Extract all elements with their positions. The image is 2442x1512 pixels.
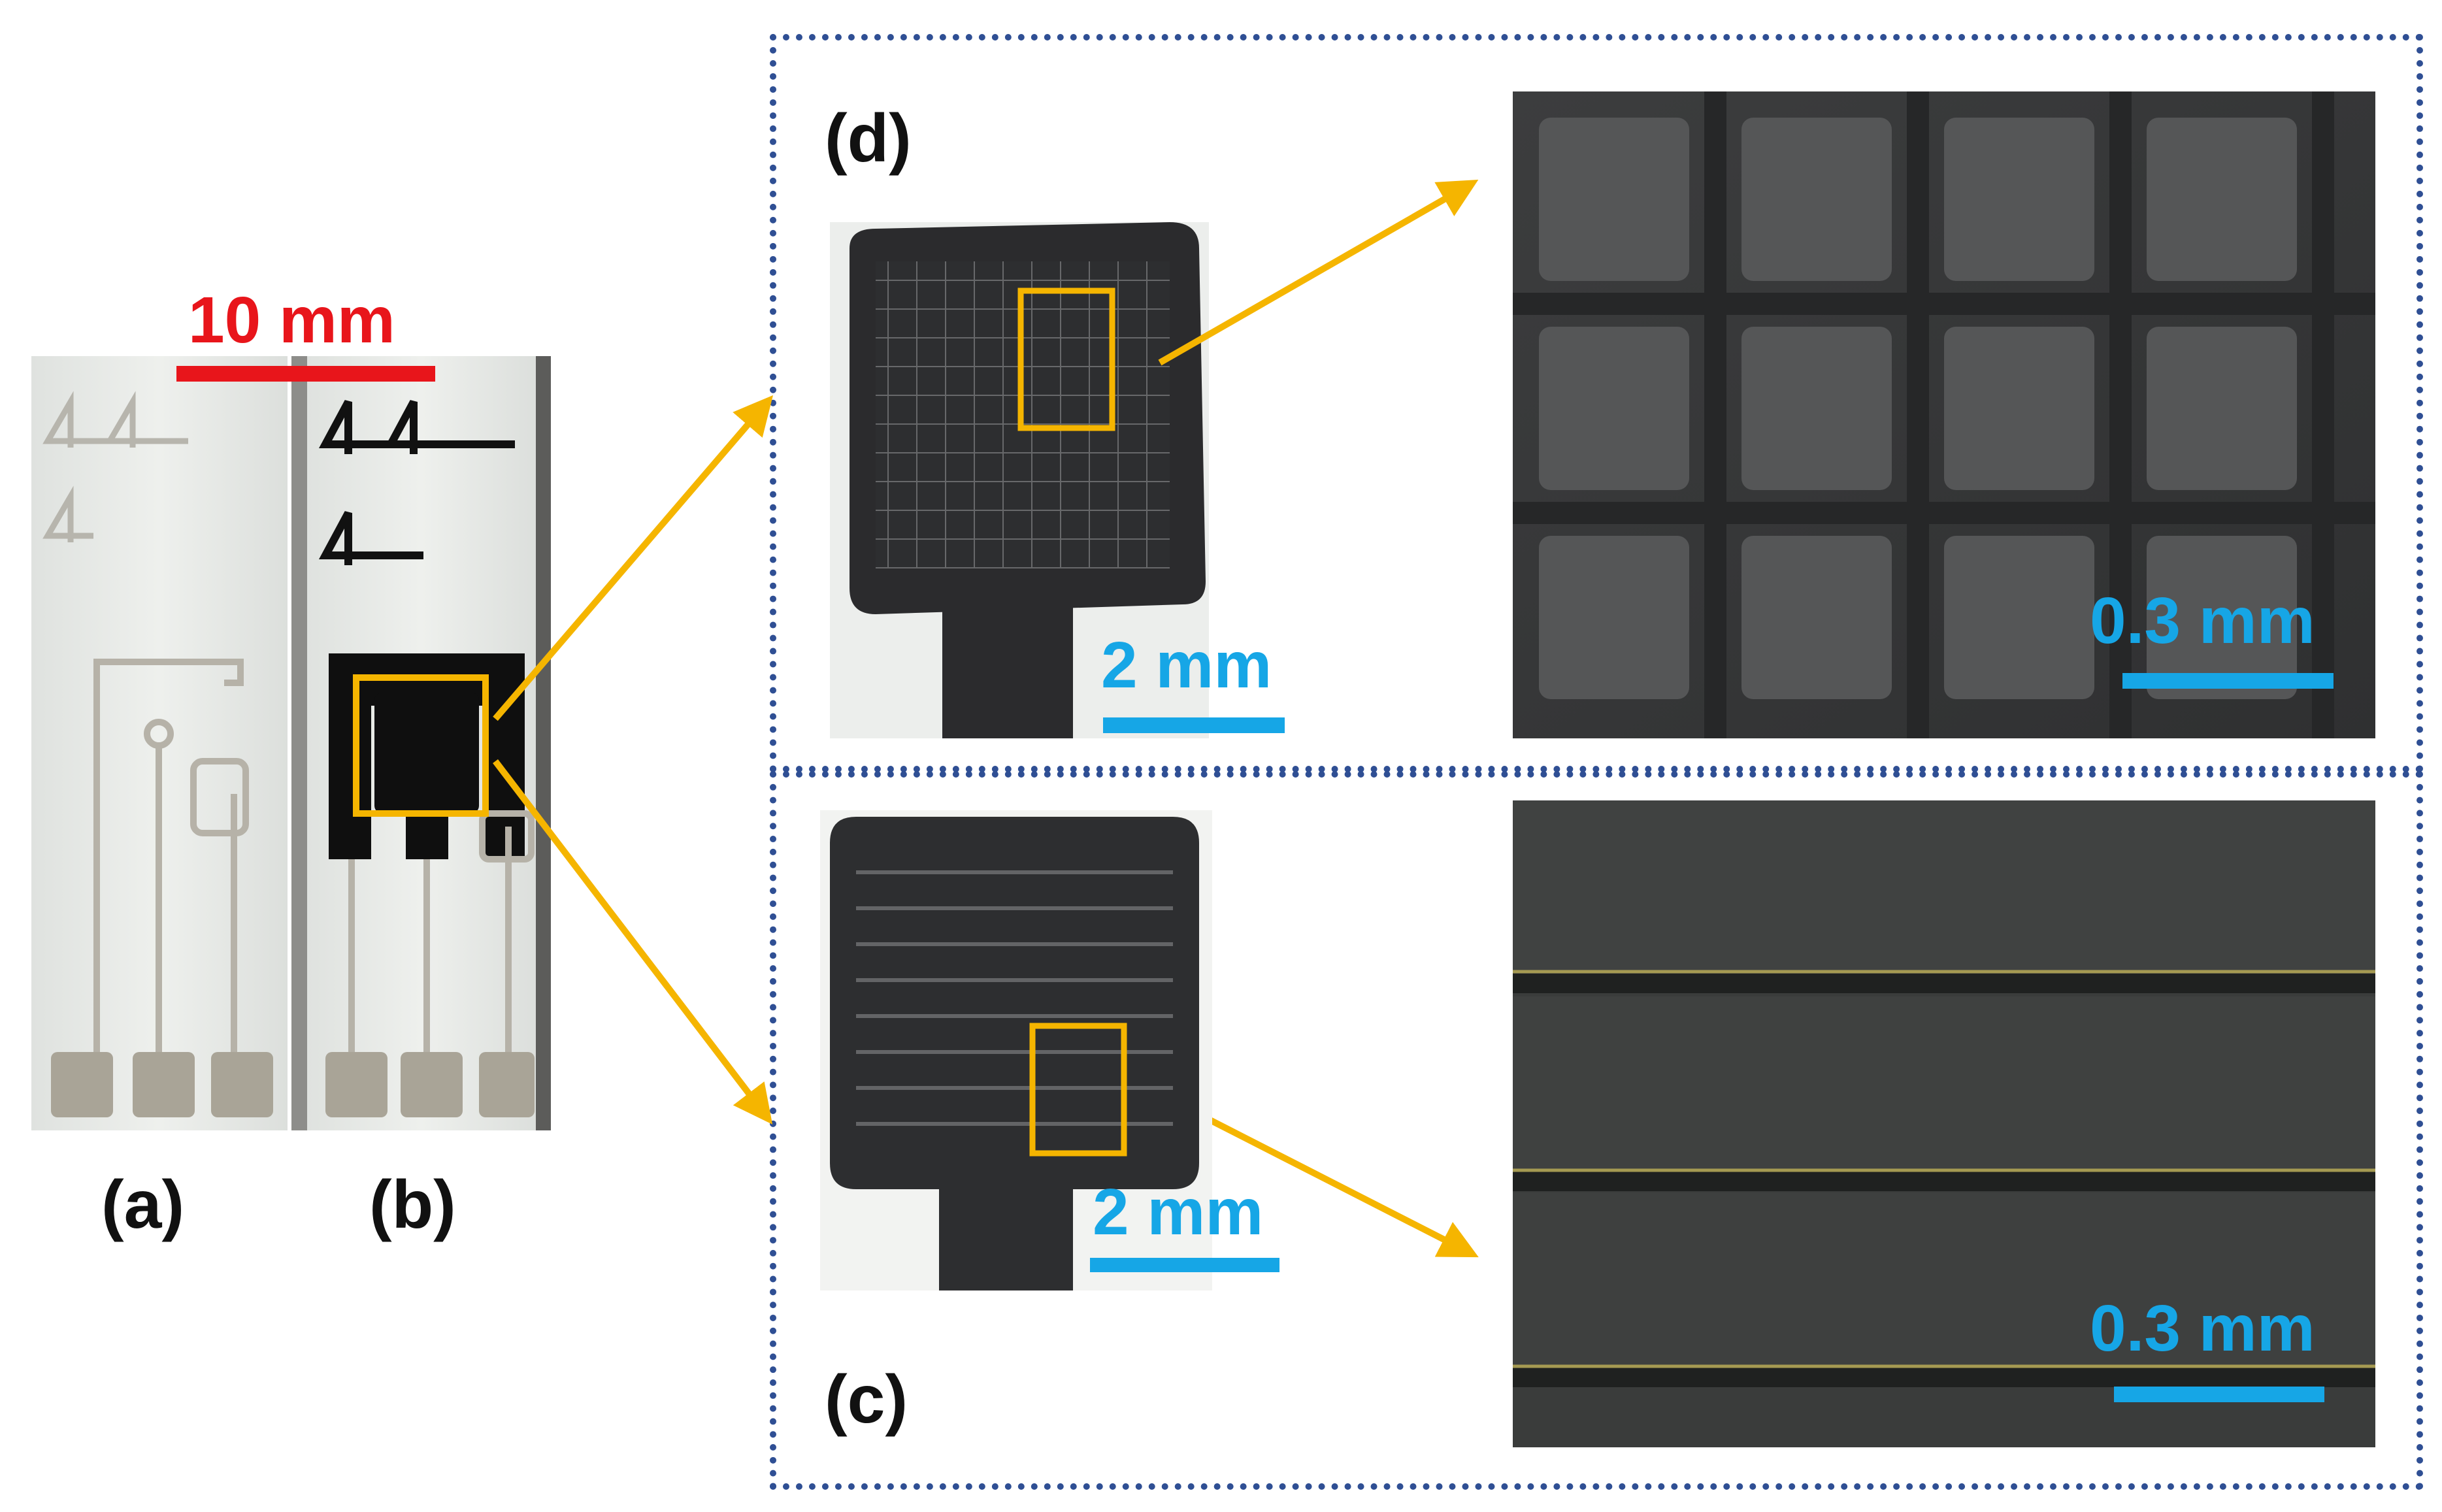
pads-b xyxy=(325,1052,535,1117)
micrograph-d xyxy=(1513,91,2375,738)
highlight-box-c xyxy=(1029,1023,1127,1157)
micrograph-c xyxy=(1513,800,2375,1447)
scale-bar-d-2mm xyxy=(1103,717,1285,733)
substrate-edge xyxy=(291,356,307,1130)
sensor-photo-c xyxy=(820,810,1212,1290)
sensor-photo-d xyxy=(830,222,1209,738)
marking-b xyxy=(318,400,515,565)
panel-label-d: (d) xyxy=(825,101,912,176)
scale-bar-c-03mm xyxy=(2114,1387,2324,1402)
traces-a xyxy=(93,659,249,1075)
scale-label-d-2mm: 2 mm xyxy=(1101,629,1272,702)
sensor-lines-c xyxy=(856,870,1173,1126)
sensor-line-svg xyxy=(820,810,1212,1290)
micro-cells-d xyxy=(1539,118,2297,699)
micrograph-grid-svg xyxy=(1513,91,2375,738)
panel-label-a: (a) xyxy=(101,1167,185,1243)
sensor-grid-svg xyxy=(830,222,1209,738)
overview-photo-svg xyxy=(31,356,551,1130)
scale-label-d-03mm: 0.3 mm xyxy=(2090,584,2315,657)
scale-bar-red xyxy=(176,366,435,382)
scale-label-10mm: 10 mm xyxy=(188,284,395,357)
micrograph-lines-svg xyxy=(1513,800,2375,1447)
sensor-lead-c xyxy=(939,1186,1073,1290)
micro-bands-c xyxy=(1513,800,2375,1369)
scale-label-c-2mm: 2 mm xyxy=(1093,1175,1264,1249)
micro-grooves-c xyxy=(1513,970,2375,1387)
panel-label-b: (b) xyxy=(369,1167,456,1243)
panel-label-c: (c) xyxy=(825,1362,908,1438)
pads-a xyxy=(51,1052,273,1117)
overview-photo xyxy=(31,356,551,1130)
scale-label-c-03mm: 0.3 mm xyxy=(2090,1292,2315,1365)
frame-c xyxy=(770,771,2423,1490)
micro-gridlines-d xyxy=(1513,91,2375,738)
scale-bar-c-2mm xyxy=(1090,1258,1279,1272)
highlight-box-b xyxy=(353,674,489,817)
sensor-lead-d xyxy=(942,601,1073,738)
scale-bar-d-03mm xyxy=(2122,673,2334,689)
highlight-box-d xyxy=(1017,288,1115,431)
marking-a xyxy=(42,391,188,542)
